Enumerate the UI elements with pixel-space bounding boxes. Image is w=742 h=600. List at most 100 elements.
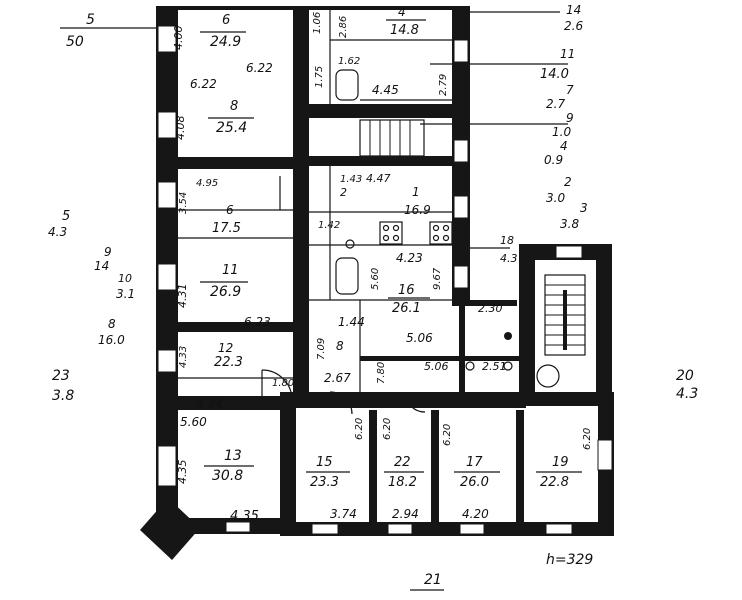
- dimension-label: 4.20: [462, 507, 489, 521]
- room-labels: 6 24.9 8 25.4 6 17.5 11 26.9 12 22.3 13 …: [200, 5, 582, 490]
- dimension-label: 7.09: [316, 338, 327, 360]
- dimension-label: 2.94: [392, 507, 419, 521]
- margin-7-number: 7: [566, 83, 574, 97]
- room-6b-number: 6: [226, 203, 234, 217]
- room-17-area: 26.0: [460, 475, 489, 490]
- room-11-area: 26.9: [210, 284, 241, 300]
- margin-10-area: 3.1: [116, 287, 135, 301]
- dimension-label: 5.06: [424, 360, 449, 373]
- dimension-label: 2.79: [438, 74, 449, 96]
- margin-labels: 5 50 14 2.6 11 14.0 7 2.7 9 1.0 4 0.9 2 …: [48, 3, 698, 404]
- margin-2-number: 2: [564, 175, 572, 189]
- dimension-label: 1.43: [340, 174, 362, 185]
- dimension-label: 3.74: [330, 507, 357, 521]
- margin-20-number: 20: [676, 368, 694, 384]
- leader-lines: [60, 11, 568, 249]
- margin-14-number: 14: [566, 3, 581, 17]
- room-19-number: 19: [552, 455, 569, 470]
- dimension-label: 5.60: [370, 268, 381, 290]
- dimension-label: 1.42: [318, 220, 340, 231]
- room-13-number: 13: [224, 448, 242, 464]
- room-6-area: 24.9: [210, 34, 241, 50]
- dimension-label: 7.80: [376, 362, 387, 384]
- dimension-label: 1.75: [314, 66, 325, 88]
- dimension-label: 4.08: [174, 116, 187, 141]
- room-11-number: 11: [222, 263, 239, 278]
- dimension-label: 2.67: [324, 371, 351, 385]
- margin-3-number: 3: [580, 201, 588, 215]
- margin-4-area: 0.9: [544, 153, 563, 167]
- dimension-label: 6.20: [382, 418, 393, 440]
- margin-10-number: 10: [118, 272, 132, 285]
- room-1-area: 16.9: [404, 203, 431, 217]
- dimension-label: 6.20: [582, 428, 593, 450]
- bottom-label: 21: [424, 572, 442, 588]
- margin-9b-area: 14: [94, 259, 109, 273]
- walls: [140, 6, 614, 560]
- dimension-label: 6.23: [244, 315, 271, 329]
- dimension-label: 4.47: [366, 172, 391, 185]
- margin-2-area: 3.0: [546, 191, 565, 205]
- room-6b-area: 17.5: [212, 221, 241, 236]
- margin-9b-number: 9: [104, 245, 112, 259]
- room-13-area: 30.8: [212, 468, 243, 484]
- room-8-area: 25.4: [216, 120, 247, 136]
- room-17-number: 17: [466, 455, 483, 470]
- room-2-area: 8: [336, 339, 344, 353]
- room-22-number: 22: [394, 455, 411, 470]
- room-4-number: 4: [398, 5, 406, 19]
- dimension-label: 4.23: [396, 251, 423, 265]
- margin-11-number: 11: [560, 47, 575, 61]
- room-4-area: 14.8: [390, 23, 419, 38]
- margin-5b-number: 5: [62, 209, 70, 224]
- dimension-label: 9.67: [432, 267, 443, 290]
- room-12-number: 12: [218, 341, 233, 355]
- dimension-label: 4.00: [172, 26, 185, 51]
- dimension-label: 2.30: [478, 302, 503, 315]
- dimension-label: 6.20: [354, 418, 365, 440]
- room-16-number: 16: [398, 283, 415, 298]
- dimension-label: 2.86: [338, 16, 349, 38]
- dimension-label: 4.33: [178, 346, 189, 368]
- dimension-label: 1.80: [272, 378, 294, 389]
- margin-4-number: 4: [560, 139, 568, 153]
- dimension-label: 2.51: [482, 360, 507, 373]
- margin-23-area: 3.8: [52, 388, 74, 404]
- margin-14-area: 2.6: [564, 19, 583, 33]
- dimension-label: 1.62: [338, 56, 360, 67]
- dimension-labels: 6.22 6.22 4.00 4.08 4.95 3.54 4.31 6.23 …: [172, 12, 593, 524]
- dimension-label: 4.35: [230, 509, 259, 524]
- dimension-label: 4.31: [176, 284, 189, 309]
- room-8-number: 8: [230, 99, 238, 114]
- fixtures: [178, 10, 586, 415]
- room-15-number: 15: [316, 455, 333, 470]
- margin-8-area: 16.0: [98, 333, 125, 347]
- margin-9-area: 1.0: [552, 125, 571, 139]
- dimension-label: 6.22: [246, 61, 273, 75]
- dimension-label: 6.22: [190, 77, 217, 91]
- room-15-area: 23.3: [310, 475, 339, 490]
- dimension-label: 1.44: [338, 315, 365, 329]
- room-12-area: 22.3: [214, 355, 243, 370]
- dimension-label: 1.06: [312, 12, 323, 34]
- dimension-label: 4.95: [196, 178, 218, 189]
- height-note: h=329: [546, 552, 593, 568]
- dimension-label: 6.20: [442, 424, 453, 446]
- margin-5b-area: 4.3: [48, 225, 67, 239]
- margin-5-number: 5: [86, 12, 95, 28]
- margin-7-area: 2.7: [546, 97, 565, 111]
- windows: [157, 25, 613, 535]
- dimension-label: 5.06: [406, 331, 433, 345]
- dimension-label: 4.24: [196, 397, 223, 411]
- room-2-number: 2: [340, 186, 347, 199]
- room-6-number: 6: [222, 13, 230, 28]
- room-16-area: 26.1: [392, 301, 421, 316]
- margin-11-area: 14.0: [540, 67, 569, 82]
- margin-5-area: 50: [66, 34, 84, 50]
- room-1-number: 1: [412, 185, 420, 199]
- dimension-label: 4.35: [176, 460, 189, 485]
- room-22-area: 18.2: [388, 475, 417, 490]
- margin-18-area: 4.3: [500, 252, 518, 265]
- dimension-label: 5.60: [180, 415, 207, 429]
